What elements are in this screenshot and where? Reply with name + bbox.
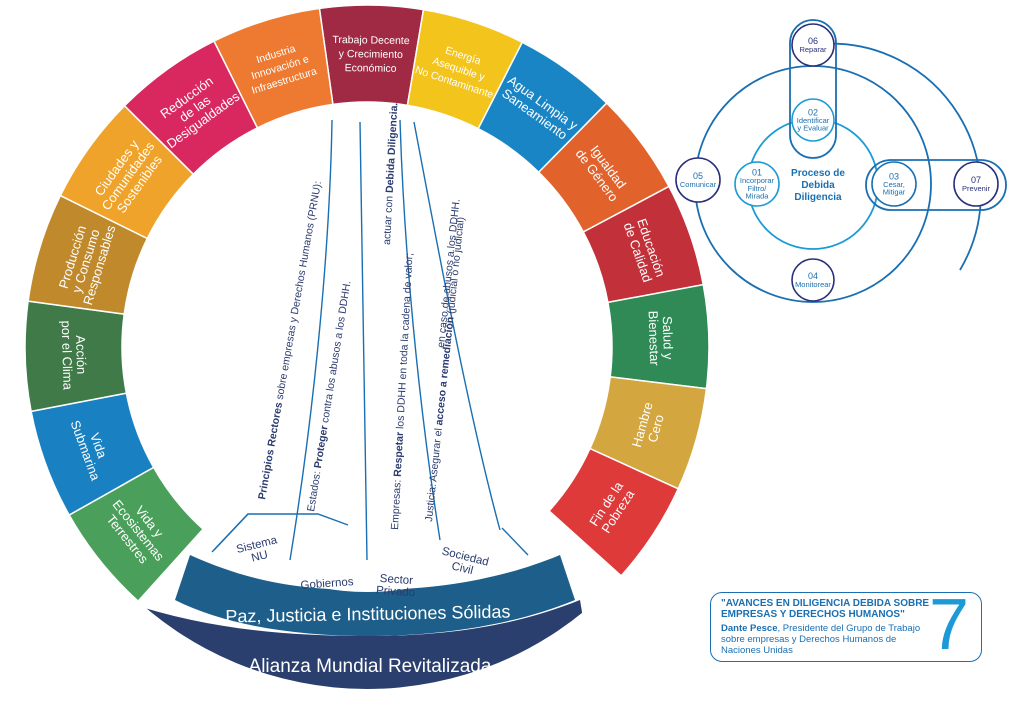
dd-capsule-horizontal <box>865 159 1007 211</box>
ods-segment-label-line: y Crecimiento <box>339 48 404 61</box>
dd-step-label: Prevenir <box>962 184 990 193</box>
dd-step-circle <box>791 258 835 302</box>
dd-step-circle <box>734 161 780 207</box>
dd-step-circle <box>871 161 917 207</box>
info-author-role: , Presidente del Grupo de Trabajo sobre … <box>721 623 921 656</box>
actor-label-line: Sector <box>379 573 413 587</box>
dd-center-line: Diligencia <box>794 192 842 203</box>
dd-step-label: Monitorear <box>795 280 831 289</box>
band-alianza <box>120 600 600 689</box>
dd-step-circle <box>791 23 835 67</box>
band-paz-label: Paz, Justicia e Instituciones Sólidas <box>225 602 510 627</box>
dd-center-line: Proceso de <box>791 168 845 179</box>
prnu-line-3b-pre: Empresas: <box>389 476 404 530</box>
ods-segment-label-line: Acción <box>73 335 89 374</box>
info-number: 7 <box>928 585 969 665</box>
prnu-line-3a-bold: Debida Diligencia. <box>384 102 401 193</box>
band-alianza-label: Alianza Mundial Revitalizada <box>249 656 492 677</box>
dd-step-number: 07 <box>971 175 981 185</box>
bottom-bands <box>120 555 600 689</box>
dd-step-number: 06 <box>808 36 818 46</box>
actor-label-line: Civil <box>450 560 474 577</box>
dd-center-line: Debida <box>801 180 835 191</box>
actor-label-line: Privado <box>376 585 416 600</box>
dd-step-label: y Evaluar <box>797 124 829 133</box>
dd-step-label: Identificar <box>797 116 830 125</box>
ods-segment-label: Acciónpor el Clima <box>59 320 90 391</box>
dd-step-number: 05 <box>693 171 703 181</box>
dd-step-number: 02 <box>808 107 818 117</box>
dd-step-label: Cesar, <box>883 180 905 189</box>
ods-segment-label-line: Trabajo Decente <box>332 34 410 47</box>
prnu-line-3a: actuar con Debida Diligencia. <box>381 102 400 245</box>
actor-label-line: NU <box>250 549 269 565</box>
actor-label: SectorPrivado <box>376 573 417 600</box>
ods-wheel: Trabajo Decentey CrecimientoEconómicoEne… <box>24 4 710 603</box>
ods-segment-label-line: Bienestar <box>646 311 663 367</box>
prnu-line-3b-bold: Respetar <box>392 432 406 478</box>
dd-step-number: 04 <box>808 271 818 281</box>
dd-step-number: 03 <box>889 171 899 181</box>
ods-segment-label-line: por el Clima <box>59 320 76 391</box>
info-title: "AVANCES EN DILIGENCIA DEBIDA SOBRE EMPR… <box>721 598 930 620</box>
band-paz <box>175 555 575 636</box>
info-author-name: Dante Pesce <box>721 623 778 634</box>
dd-step-label: Comunicar <box>680 180 717 189</box>
ods-segment-label: Salud yBienestar <box>646 310 677 366</box>
actor-label-line: Gobiernos <box>300 576 354 592</box>
dd-step-label: Mitigar <box>883 188 906 197</box>
dd-capsule-vertical <box>789 19 837 159</box>
dd-step-number: 01 <box>752 168 762 178</box>
info-box: "AVANCES EN DILIGENCIA DEBIDA SOBRE EMPR… <box>710 585 982 665</box>
dd-spiral-arc <box>819 42 982 271</box>
dd-step-label: Incorporar <box>740 176 775 185</box>
dd-step-label: Reparar <box>799 45 827 54</box>
actor-divider-lines <box>211 119 529 561</box>
dd-step-label: Mirada <box>746 191 770 200</box>
ods-segment-label: Trabajo Decentey CrecimientoEconómico <box>332 34 410 75</box>
ods-segment-label-line: Cero <box>645 413 667 444</box>
prnu-line-3a-pre: actuar con <box>381 193 396 246</box>
ods-segment-label-line: Salud y <box>660 316 676 360</box>
inner-disc <box>122 102 612 592</box>
info-author: Dante Pesce, Presidente del Grupo de Tra… <box>721 623 931 656</box>
ods-segment-label-line: Económico <box>345 62 397 75</box>
dd-step-label: Filtro/ <box>748 184 768 193</box>
actor-label: Gobiernos <box>300 576 354 592</box>
dd-step-circle <box>675 157 721 203</box>
dd-step-circle <box>953 161 999 207</box>
dd-step-circle <box>791 98 835 142</box>
